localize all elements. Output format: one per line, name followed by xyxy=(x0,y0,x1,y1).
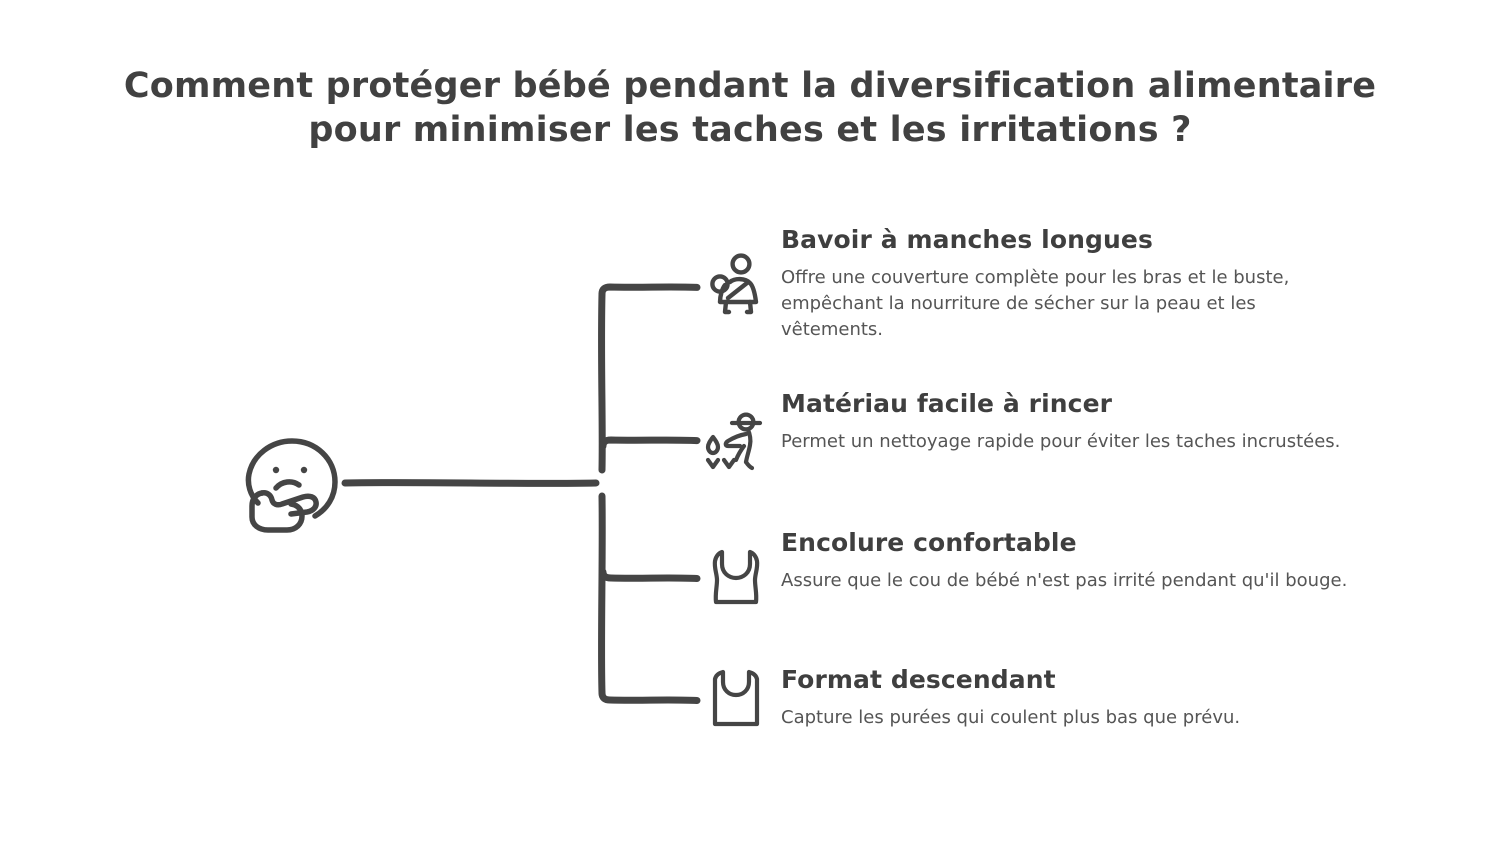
branch-description-1: Permet un nettoyage rapide pour éviter l… xyxy=(781,431,1341,452)
person-carrying-baby-icon xyxy=(700,252,772,324)
connector-branch-3 xyxy=(599,568,701,582)
branch-item-0: Bavoir à manches longues Offre une couve… xyxy=(781,225,1391,343)
branch-description-2: Assure que le cou de bébé n'est pas irri… xyxy=(781,570,1348,591)
branch-item-1: Matériau facile à rincer Permet un netto… xyxy=(781,389,1391,455)
title-line-1: Comment protéger bébé pendant la diversi… xyxy=(123,66,1377,151)
branch-title-1: Matériau facile à rincer xyxy=(781,389,1113,418)
sleeveless-shirt-icon xyxy=(700,664,772,736)
sower-farmer-icon xyxy=(700,410,772,482)
title-line-2: minimiser les taches et les irritations … xyxy=(412,110,1192,151)
branch-description-3: Capture les purées qui coulent plus bas … xyxy=(781,707,1241,728)
branch-item-2: Encolure confortable Assure que le cou d… xyxy=(781,528,1391,594)
connector-spine xyxy=(598,290,606,697)
branch-item-3: Format descendant Capture les purées qui… xyxy=(781,665,1391,731)
connector-branch-1 xyxy=(598,283,701,298)
connector-branch-2 xyxy=(599,436,701,450)
title-text: Comment protéger bébé pendant la diversi… xyxy=(100,64,1400,152)
page-title: Comment protéger bébé pendant la diversi… xyxy=(100,64,1400,152)
branch-title-0: Bavoir à manches longues xyxy=(781,225,1153,254)
branch-description-0: Offre une couverture complète pour les b… xyxy=(781,267,1290,341)
tank-top-icon xyxy=(700,544,772,616)
branch-title-3: Format descendant xyxy=(781,665,1056,694)
connector-branch-4 xyxy=(598,689,701,704)
thinking-face-icon xyxy=(240,431,360,541)
branch-title-2: Encolure confortable xyxy=(781,528,1077,557)
connector-trunk xyxy=(341,479,600,487)
